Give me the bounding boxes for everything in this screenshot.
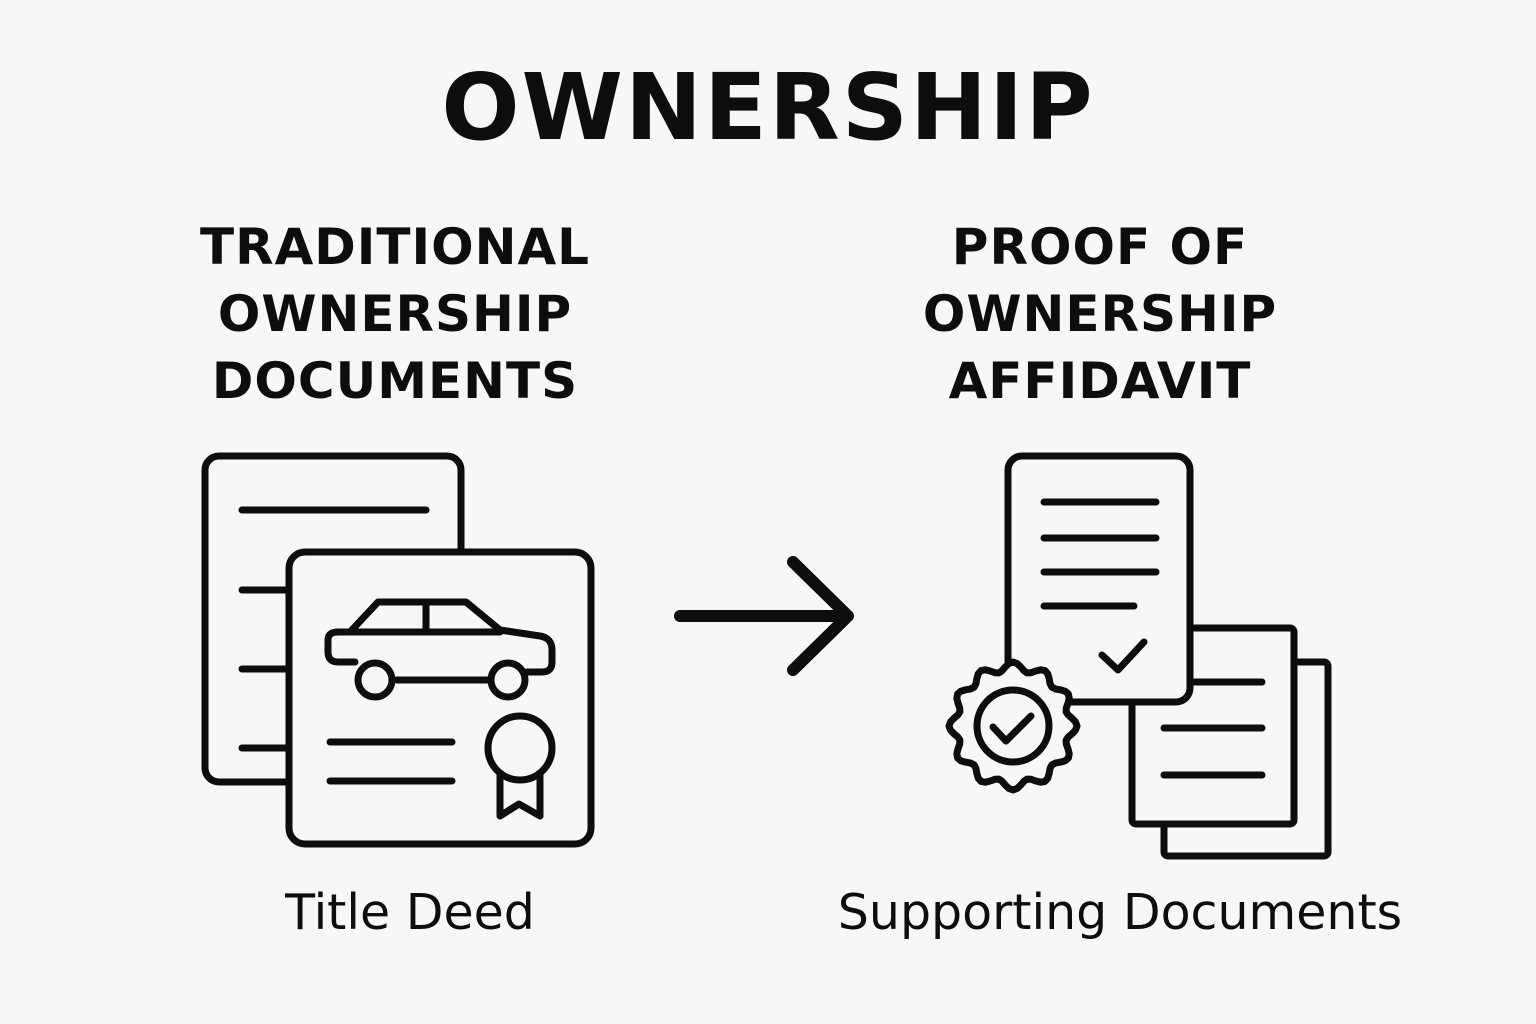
front-document — [285, 548, 595, 848]
award-seal-icon — [484, 712, 556, 820]
car-icon — [324, 598, 556, 701]
page-title: OWNERSHIP — [441, 54, 1095, 161]
supporting-documents-caption: Supporting Documents — [837, 884, 1403, 941]
heading-line: PROOF OF — [951, 218, 1249, 276]
heading-line: OWNERSHIP — [922, 285, 1278, 343]
affidavit-heading: PROOF OF OWNERSHIP AFFIDAVIT — [900, 214, 1300, 415]
heading-line: AFFIDAVIT — [948, 352, 1252, 410]
affidavit-document — [1004, 452, 1194, 706]
verified-badge-icon — [945, 658, 1081, 794]
heading-line: OWNERSHIP — [217, 285, 573, 343]
title-deed-caption: Title Deed — [285, 884, 535, 941]
heading-line: TRADITIONAL — [199, 218, 591, 276]
check-icon — [1098, 638, 1148, 674]
affidavit-with-seal-icon — [945, 452, 1332, 860]
car-title-deed-icon — [201, 452, 595, 848]
traditional-documents-heading: TRADITIONAL OWNERSHIP DOCUMENTS — [190, 214, 600, 415]
arrow-right-icon — [674, 556, 854, 676]
heading-line: DOCUMENTS — [211, 352, 579, 410]
